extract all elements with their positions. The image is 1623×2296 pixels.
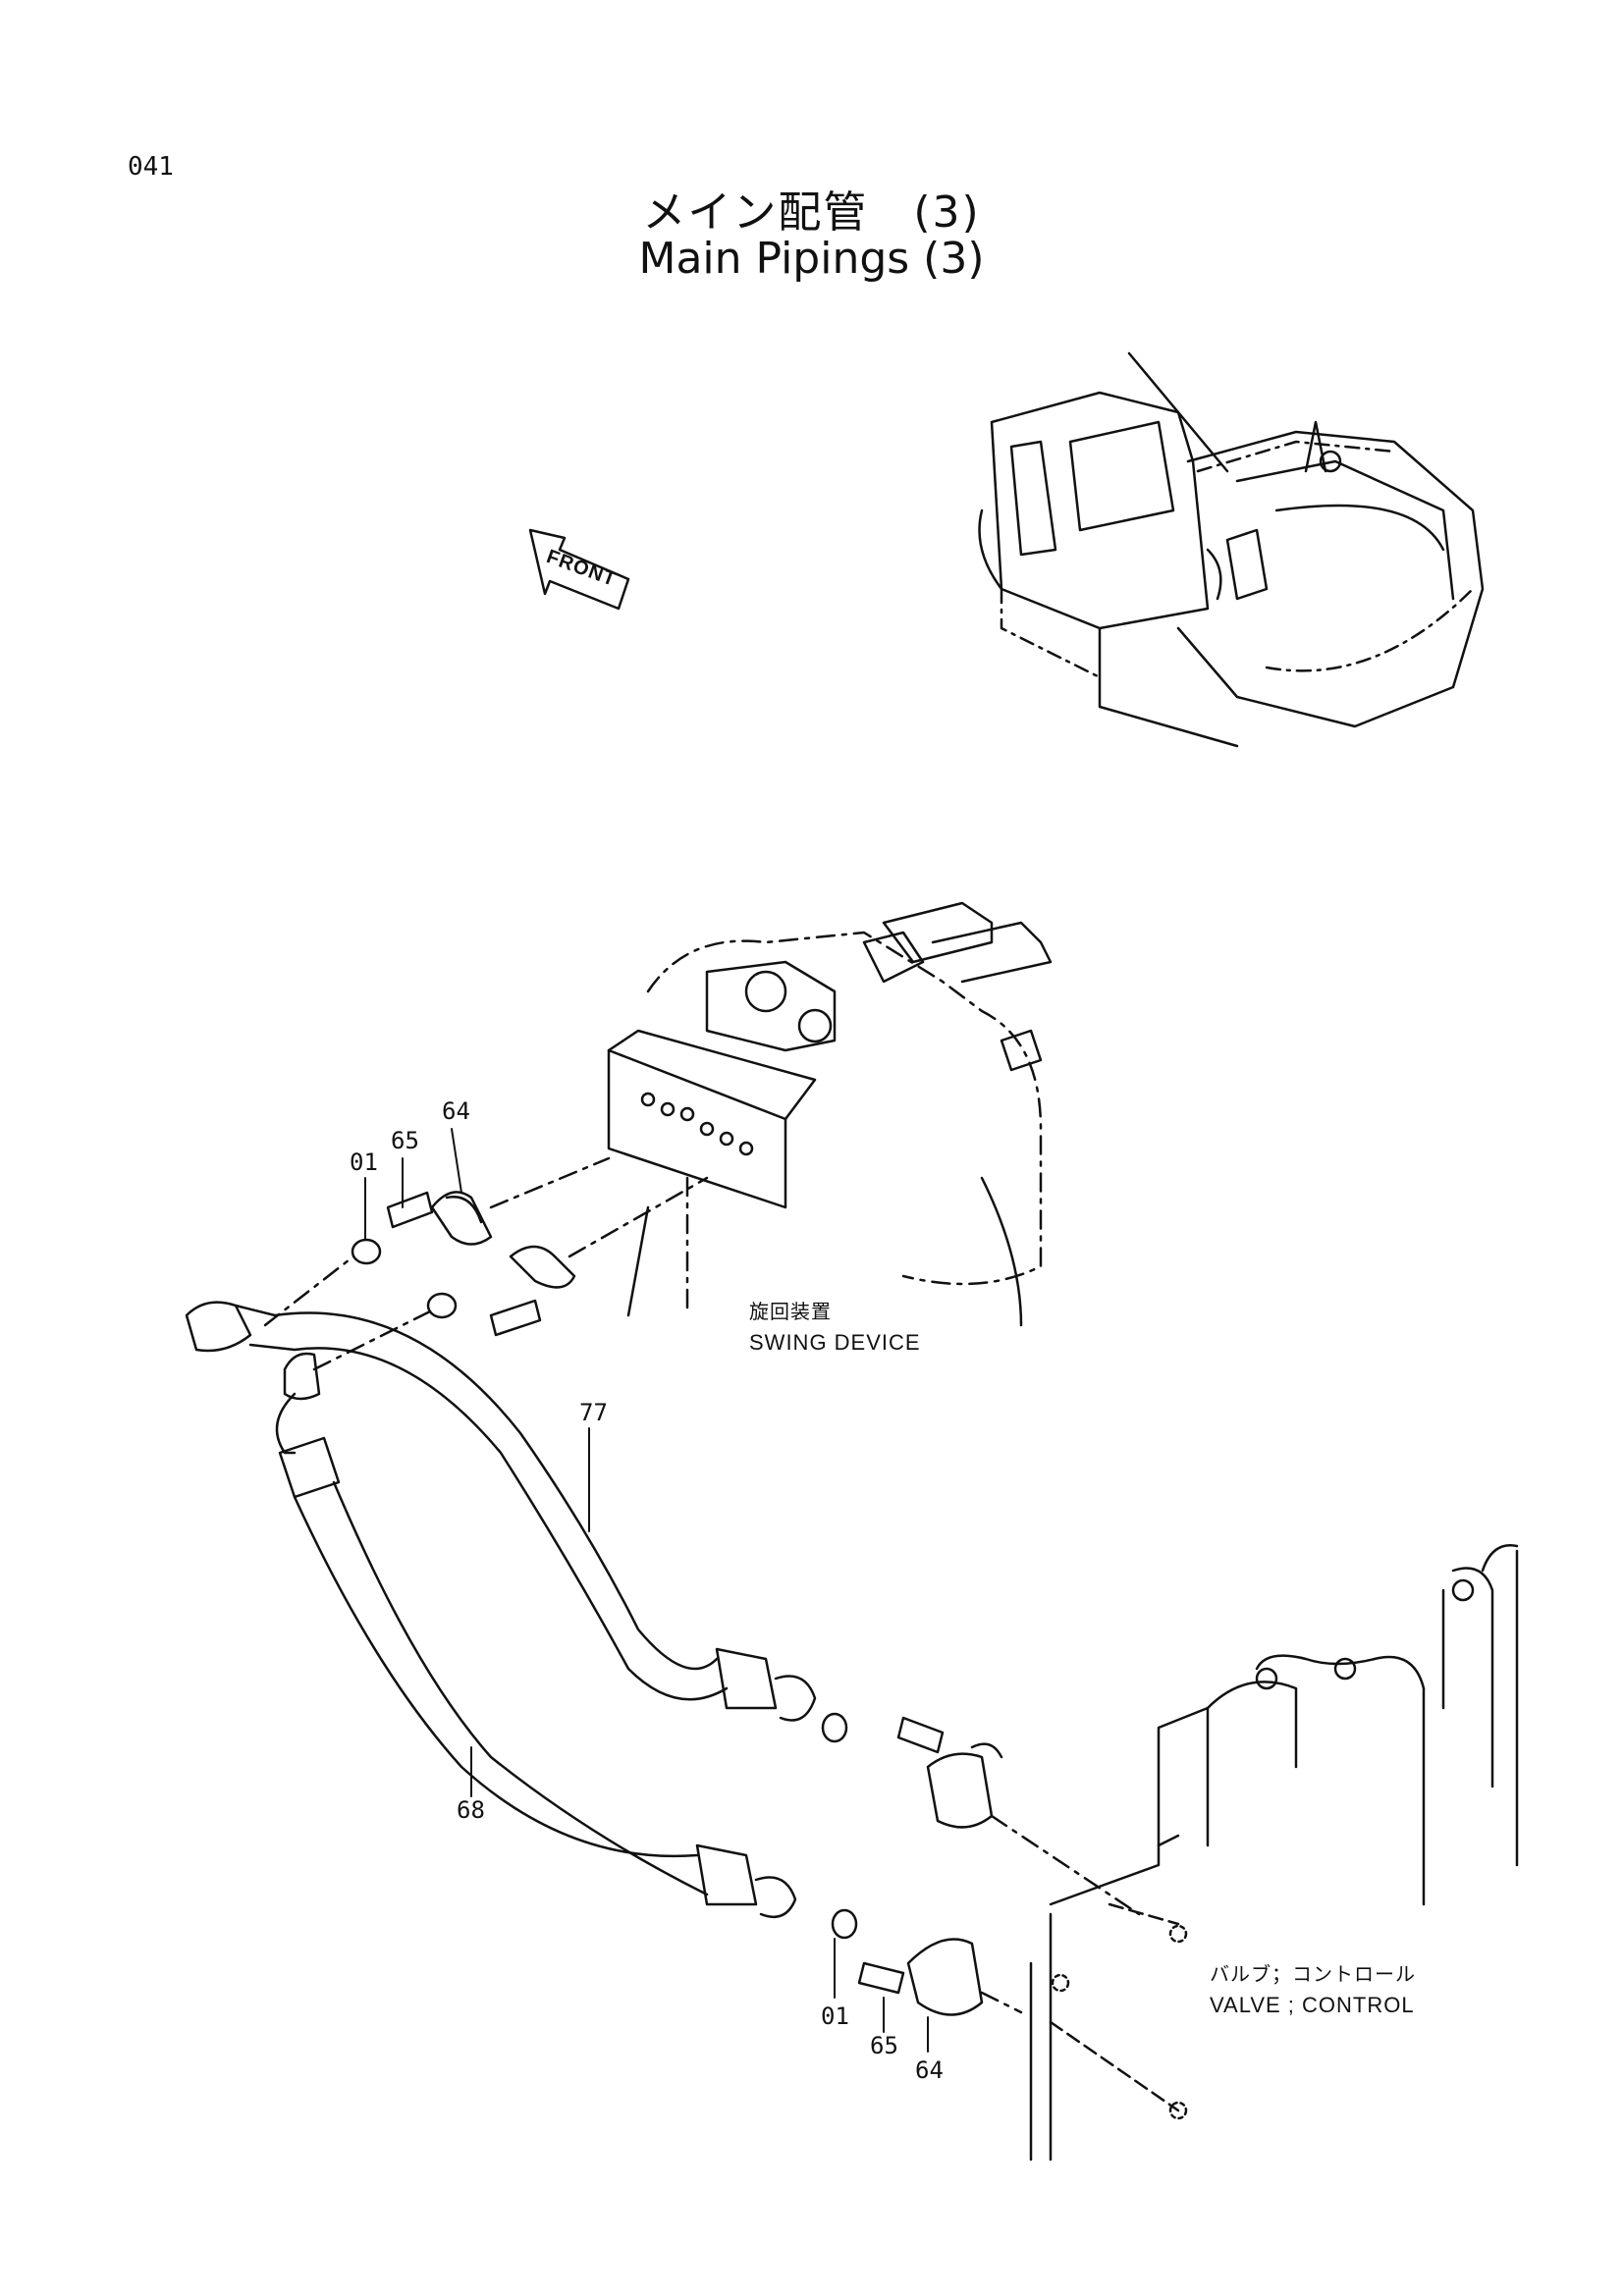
front-arrow-icon (528, 528, 630, 611)
swing-device-label-en: SWING DEVICE (749, 1330, 921, 1355)
page-number: 041 (128, 152, 174, 182)
leader-lines (364, 1128, 929, 2053)
part-number-64-lower: 64 (915, 2056, 944, 2084)
hose-77 (185, 1301, 848, 1743)
page-title-jp: メイン配管 (3) (642, 187, 981, 238)
excavator-overview (978, 351, 1485, 748)
swing-device-drawing (607, 901, 1053, 1327)
part-number-68: 68 (457, 1796, 485, 1824)
part-number-01-upper: 01 (350, 1148, 378, 1176)
part-number-01-lower: 01 (821, 2002, 849, 2030)
control-valve-drawing (1029, 1544, 1519, 2162)
part-number-77: 77 (579, 1399, 608, 1426)
control-valve-label-en: VALVE ; CONTROL (1210, 1993, 1415, 2017)
part-number-65-upper: 65 (391, 1127, 419, 1154)
part-number-64-upper: 64 (442, 1097, 470, 1125)
upper-fittings (263, 1156, 709, 1371)
swing-device-label-jp: 旋回装置 (749, 1302, 832, 1323)
control-valve-label-jp: バルブ；コントロール (1210, 1964, 1416, 1986)
lower-fittings (857, 1716, 1141, 2016)
page-title-en: Main Pipings (3) (638, 234, 985, 284)
part-number-65-lower: 65 (870, 2032, 898, 2059)
hose-68 (275, 1352, 858, 1940)
